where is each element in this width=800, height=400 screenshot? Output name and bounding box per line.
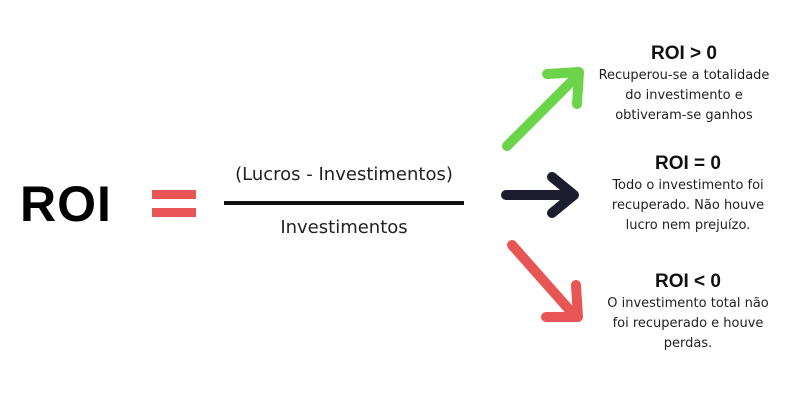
outcome-positive: ROI > 0 Recuperou-se a totalidade do inv…: [594, 42, 774, 126]
formula-denominator: Investimentos: [280, 217, 408, 238]
outcome-description: O investimento total não foi recuperado …: [607, 296, 769, 351]
roi-label: ROI: [20, 176, 112, 232]
arrow-up-right-icon: [502, 67, 584, 151]
equals-sign: [152, 190, 196, 220]
outcome-description: Recuperou-se a totalidade do investiment…: [598, 68, 770, 123]
outcome-neutral: ROI = 0 Todo o investimento foi recupera…: [605, 152, 771, 236]
arrow-down-right-icon: [507, 240, 583, 322]
formula-numerator: (Lucros - Investimentos): [235, 164, 453, 185]
outcome-title: ROI > 0: [651, 43, 717, 64]
arrow-right-icon: [501, 172, 579, 218]
outcome-description: Todo o investimento foi recuperado. Não …: [611, 178, 765, 233]
outcome-title: ROI < 0: [655, 271, 721, 292]
outcome-negative: ROI < 0 O investimento total não foi rec…: [605, 270, 771, 354]
outcome-title: ROI = 0: [655, 153, 721, 174]
fraction-line: [224, 201, 464, 205]
